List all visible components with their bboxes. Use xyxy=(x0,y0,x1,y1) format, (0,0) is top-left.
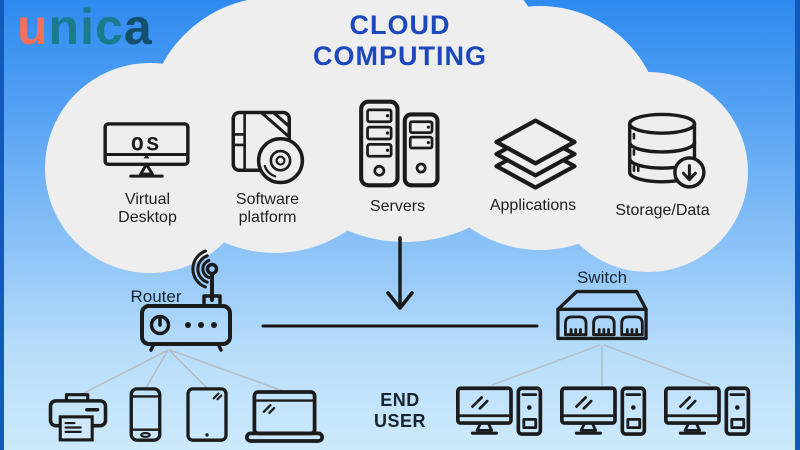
servers-label: Servers xyxy=(369,198,426,215)
down-arrow-icon xyxy=(386,236,414,310)
title-line-2: COMPUTING xyxy=(313,41,487,71)
network-switch-icon xyxy=(556,289,648,341)
svg-text:OS: OS xyxy=(131,135,162,158)
laptop-icon xyxy=(245,390,324,443)
storage-data-label: Storage/Data xyxy=(615,202,710,219)
router-label: Router xyxy=(130,287,182,306)
wireless-router-icon xyxy=(140,249,232,352)
logo-letter: c xyxy=(95,0,124,55)
left-edge-bar xyxy=(0,0,4,450)
smartphone-icon xyxy=(129,387,162,442)
logo-letter: n xyxy=(48,0,81,55)
router-device-links xyxy=(81,349,284,395)
desktop-computer-icon xyxy=(664,386,751,436)
database-download-icon xyxy=(627,112,706,189)
printer-icon xyxy=(48,393,108,442)
logo-letter-i: i xyxy=(80,0,95,55)
ethernet-port-icon xyxy=(564,315,644,337)
server-towers-icon xyxy=(359,99,440,188)
applications-label: Applications xyxy=(489,197,577,214)
tablet-icon xyxy=(186,387,228,442)
logo-letter: u xyxy=(17,0,49,55)
virtual-desktop-label: Virtual Desktop xyxy=(118,191,177,226)
right-edge-bar xyxy=(795,0,800,450)
logo-letter: a xyxy=(123,0,153,55)
software-box-cd-icon xyxy=(231,110,305,185)
stacked-layers-icon xyxy=(494,118,577,190)
desktop-computer-icon xyxy=(560,386,647,436)
desktop-computer-icon xyxy=(456,386,543,436)
title-line-1: CLOUD xyxy=(349,10,451,40)
switch-label: Switch xyxy=(576,268,628,287)
unica-logo: unica xyxy=(17,1,153,53)
page-title: CLOUD COMPUTING xyxy=(290,10,510,72)
monitor-os-icon: OS xyxy=(103,122,190,178)
software-platform-label: Software platform xyxy=(235,191,300,226)
switch-device-links xyxy=(491,344,712,386)
end-user-label: END USER xyxy=(373,390,426,431)
